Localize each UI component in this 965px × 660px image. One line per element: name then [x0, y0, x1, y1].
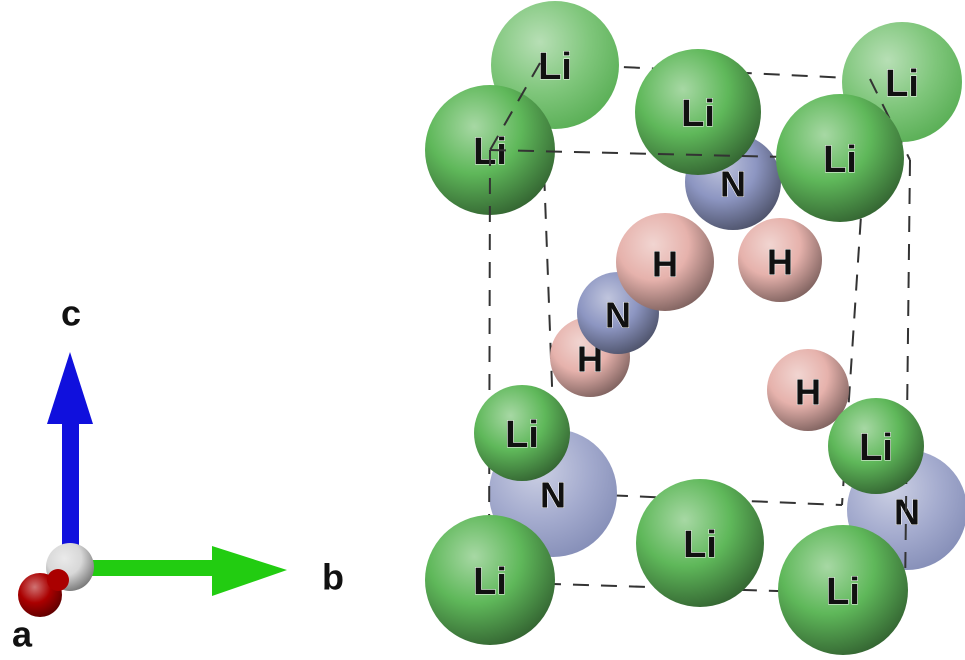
atom-label: Li — [683, 524, 717, 566]
b-axis-arrowhead — [212, 546, 287, 596]
atom-label: H — [652, 244, 678, 285]
atom-sphere — [776, 94, 904, 222]
atom-sphere — [636, 479, 764, 607]
atom-sphere — [635, 49, 761, 175]
atom-h: H — [767, 349, 849, 431]
c-axis-label: c — [61, 293, 81, 334]
atom-sphere — [828, 398, 924, 494]
cell-edge — [869, 78, 911, 161]
atom-li: Li — [776, 94, 904, 222]
a-axis-label: a — [12, 614, 33, 655]
atom-label: Li — [681, 93, 715, 135]
atom-li: Li — [635, 49, 761, 175]
atom-h: H — [616, 213, 714, 311]
atom-label: H — [767, 242, 793, 283]
c-axis-arrowhead — [47, 352, 93, 424]
a-axis-shaft — [47, 569, 69, 591]
atom-sphere — [738, 218, 822, 302]
atom-label: Li — [859, 427, 893, 469]
atom-sphere — [425, 515, 555, 645]
atom-label: Li — [826, 571, 860, 613]
atom-li: Li — [474, 385, 570, 481]
atom-li: Li — [425, 515, 555, 645]
atom-h: H — [738, 218, 822, 302]
atom-li: Li — [636, 479, 764, 607]
atom-label: Li — [473, 561, 507, 603]
b-axis-shaft — [86, 560, 221, 576]
atom-label: H — [795, 372, 821, 413]
atom-label: N — [540, 475, 566, 516]
atom-label: N — [605, 295, 631, 336]
axis-indicator: c b a — [12, 293, 344, 655]
atom-label: N — [720, 164, 746, 205]
atom-label: Li — [505, 414, 539, 456]
atom-li: Li — [778, 525, 908, 655]
b-axis-label: b — [322, 557, 344, 598]
atom-li: Li — [828, 398, 924, 494]
atom-label: Li — [538, 46, 572, 88]
atom-sphere — [767, 349, 849, 431]
atom-sphere — [778, 525, 908, 655]
atom-label: Li — [885, 63, 919, 105]
atom-sphere — [474, 385, 570, 481]
c-axis-shaft — [62, 415, 79, 555]
atom-sphere — [616, 213, 714, 311]
atom-label: Li — [823, 139, 857, 181]
